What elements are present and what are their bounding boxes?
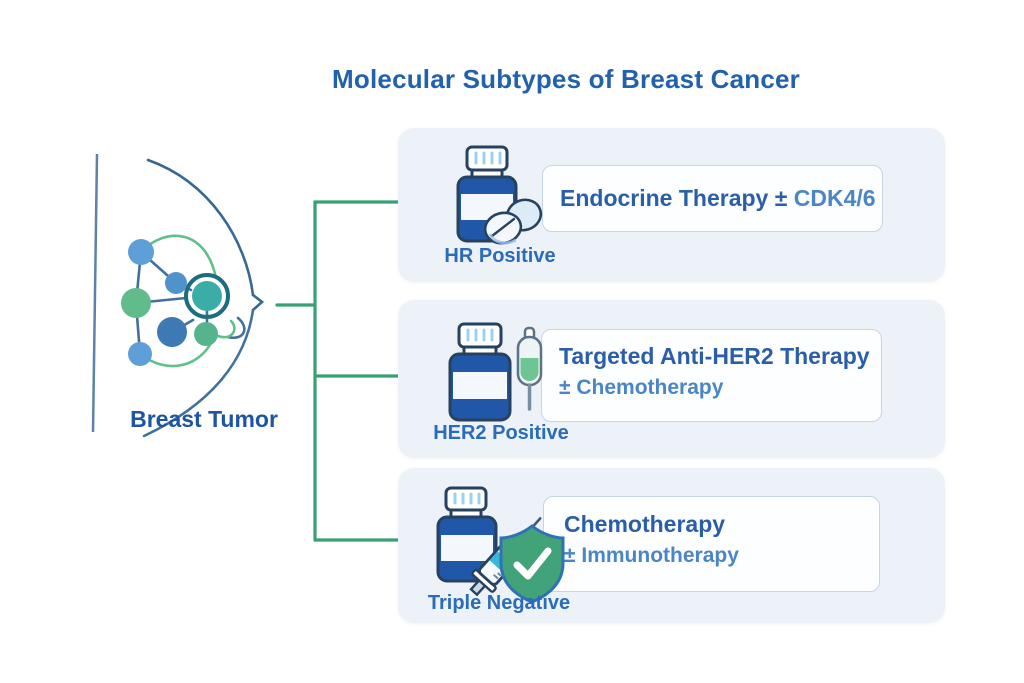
therapy-secondary-text: ± Immunotherapy: [564, 544, 739, 567]
therapy-secondary-text: ± Chemotherapy: [559, 376, 724, 399]
breast-outline: [142, 158, 265, 438]
therapy-box: Targeted Anti-HER2 Therapy ± Chemotherap…: [541, 329, 882, 422]
tumor-ring: [184, 273, 230, 319]
subtype-card-triple-negative: Triple Negative Chemotherapy ± Immunothe…: [398, 468, 945, 623]
therapy-box: Chemotherapy ± Immunotherapy: [543, 496, 880, 592]
subtype-card-hr-positive: HR Positive Endocrine Therapy ± CDK4/6: [398, 128, 945, 282]
page-title: Molecular Subtypes of Breast Cancer: [332, 64, 800, 94]
medication-icons: [436, 486, 565, 604]
therapy-primary-text: Chemotherapy: [564, 511, 726, 537]
chest-wall-line: [91, 153, 99, 433]
medication-icons: [448, 322, 543, 422]
breast-tumor-illustration: [91, 153, 265, 438]
therapy-primary-text: Targeted Anti-HER2 Therapy: [559, 343, 870, 369]
pill-bottle-icon: [448, 322, 512, 422]
subtype-label: HR Positive: [444, 245, 556, 267]
subtype-label: HER2 Positive: [433, 422, 569, 444]
iv-vial-icon: [516, 326, 543, 411]
therapy-box: Endocrine Therapy ± CDK4/6: [542, 165, 883, 232]
subtype-card-her2-positive: HER2 Positive Targeted Anti-HER2 Therapy…: [398, 300, 945, 458]
therapy-primary-text: Endocrine Therapy ±: [560, 185, 788, 211]
subtype-label: Triple Negative: [427, 592, 571, 614]
source-label: Breast Tumor: [130, 406, 278, 432]
shield-check-icon: [499, 524, 565, 604]
tumor-network-nodes: [121, 239, 222, 366]
pills-icon: [483, 198, 543, 245]
therapy-secondary-text: CDK4/6: [793, 185, 876, 211]
medication-icons: [456, 145, 543, 245]
pill-bottle-icon: [436, 486, 498, 583]
